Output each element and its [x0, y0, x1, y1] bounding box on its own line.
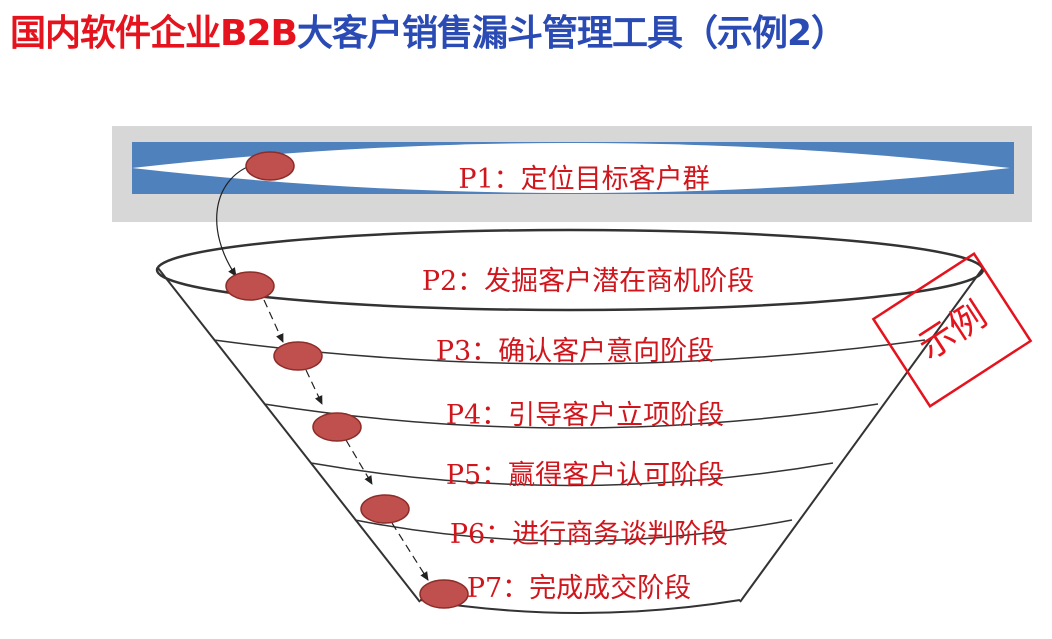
stage-marker-p4 — [312, 412, 362, 442]
stage-label-p7: P7：完成成交阶段 — [467, 573, 691, 604]
stage-label-p2: P2：发掘客户潜在商机阶段 — [422, 266, 754, 297]
stage-arrows — [216, 164, 429, 581]
arrow-p2-p3 — [263, 299, 284, 343]
p1-band — [112, 126, 1032, 222]
stage-marker-p2 — [225, 271, 275, 301]
page-title: 国内软件企业B2B大客户销售漏斗管理工具（示例2） — [10, 4, 847, 56]
funnel-divider-3 — [310, 462, 834, 487]
funnel-bottom — [419, 599, 741, 614]
stage-marker-p1 — [245, 151, 295, 181]
funnel-divider-4 — [354, 519, 793, 542]
stage-marker-p6 — [419, 579, 469, 609]
stage-markers — [225, 151, 469, 609]
stage-marker-p3 — [273, 341, 323, 371]
funnel-right-edge — [739, 267, 984, 603]
stage-label-p3: P3：确认客户意向阶段 — [436, 336, 714, 367]
stage-labels: P1：定位目标客户群 P2：发掘客户潜在商机阶段 P3：确认客户意向阶段 P4：… — [422, 164, 754, 604]
page-title-part-blue: 大客户销售漏斗管理工具（示例2） — [296, 13, 847, 54]
stage-marker-p5 — [360, 494, 410, 524]
stage-label-p1: P1：定位目标客户群 — [458, 164, 709, 195]
arrow-p5-p6 — [391, 522, 429, 581]
funnel-rim — [155, 228, 985, 312]
arrow-p1-p2 — [216, 164, 253, 277]
arrow-p4-p5 — [345, 439, 373, 485]
sample-stamp: 示例 — [871, 251, 1033, 409]
sample-stamp-border — [871, 251, 1033, 409]
stage-label-p5: P5：赢得客户认可阶段 — [446, 460, 724, 491]
page-title-part-red: 国内软件企业B2B — [10, 13, 298, 54]
sample-stamp-text: 示例 — [911, 294, 994, 368]
funnel-left-edge — [157, 267, 421, 603]
stage-label-p6: P6：进行商务谈判阶段 — [450, 519, 728, 550]
p1-band-lens — [132, 143, 1010, 193]
arrow-p3-p4 — [305, 369, 323, 405]
stage-label-p4: P4：引导客户立项阶段 — [446, 400, 724, 431]
